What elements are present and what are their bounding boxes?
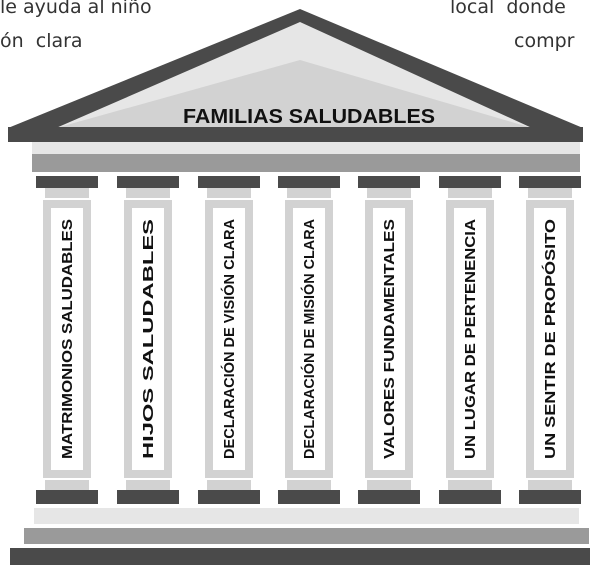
column-base xyxy=(519,490,581,504)
column-shaft xyxy=(132,208,164,470)
column-base-neck xyxy=(126,480,170,490)
column-shaft xyxy=(534,208,566,470)
background-text-right-1: local donde xyxy=(450,0,566,18)
column-base xyxy=(36,490,98,504)
pillar-label: UN LUGAR DE PERTENENCIA xyxy=(462,219,479,459)
column-capital xyxy=(519,176,581,188)
column-base xyxy=(278,490,340,504)
column-5: VALORES FUNDAMENTALES xyxy=(358,176,420,504)
base-step-3 xyxy=(10,548,590,565)
column-base-neck xyxy=(207,480,251,490)
column-shaft xyxy=(213,208,245,470)
background-text-left-2: ón clara xyxy=(0,30,83,52)
column-capital-neck xyxy=(287,188,331,198)
column-capital-neck xyxy=(448,188,492,198)
column-capital-neck xyxy=(367,188,411,198)
column-capital-neck xyxy=(528,188,572,198)
column-base xyxy=(439,490,501,504)
entablature-shadow xyxy=(32,142,580,154)
column-3: DECLARACIÓN DE VISIÓN CLARA xyxy=(198,176,260,504)
cornice-band xyxy=(8,127,583,142)
entablature-band xyxy=(32,154,580,172)
column-capital-neck xyxy=(126,188,170,198)
columns: MATRIMONIOS SALUDABLES HIJOS SALUDABLES DE… xyxy=(36,176,581,504)
column-shaft xyxy=(454,208,486,470)
column-capital-neck xyxy=(207,188,251,198)
column-capital-neck xyxy=(45,188,89,198)
column-base-neck xyxy=(45,480,89,490)
roof: FAMILIAS SALUDABLES xyxy=(8,9,583,172)
column-2: HIJOS SALUDABLES xyxy=(117,176,179,504)
column-shaft xyxy=(373,208,405,470)
column-4: DECLARACIÓN DE MISIÓN CLARA xyxy=(278,176,340,504)
base-step-1 xyxy=(34,508,579,524)
column-base-neck xyxy=(287,480,331,490)
pediment-title: FAMILIAS SALUDABLES xyxy=(183,106,435,128)
column-capital xyxy=(117,176,179,188)
base xyxy=(10,508,590,565)
pillar-label: DECLARACIÓN DE VISIÓN CLARA xyxy=(220,219,238,459)
column-shaft xyxy=(293,208,325,470)
pillar-label: MATRIMONIOS SALUDABLES xyxy=(59,219,76,459)
base-step-2 xyxy=(24,528,589,544)
column-6: UN LUGAR DE PERTENENCIA xyxy=(439,176,501,504)
column-capital xyxy=(439,176,501,188)
column-base-neck xyxy=(528,480,572,490)
column-1: MATRIMONIOS SALUDABLES xyxy=(36,176,98,504)
pillar-label: DECLARACIÓN DE MISIÓN CLARA xyxy=(300,219,318,459)
background-text-right-2: compr xyxy=(514,30,575,52)
pillar-label: VALORES FUNDAMENTALES xyxy=(381,219,398,459)
column-base xyxy=(358,490,420,504)
column-shaft xyxy=(51,208,83,470)
column-capital xyxy=(36,176,98,188)
column-capital xyxy=(198,176,260,188)
column-7: UN SENTIR DE PROPÓSITO xyxy=(519,176,581,504)
column-base xyxy=(198,490,260,504)
column-capital xyxy=(358,176,420,188)
column-capital xyxy=(278,176,340,188)
pillar-label: HIJOS SALUDABLES xyxy=(140,219,157,459)
column-base-neck xyxy=(367,480,411,490)
background-text-left-1: le ayuda al niño xyxy=(0,0,152,18)
pillar-label: UN SENTIR DE PROPÓSITO xyxy=(541,219,559,459)
column-base xyxy=(117,490,179,504)
column-base-neck xyxy=(448,480,492,490)
roof-lower-band xyxy=(56,60,532,128)
